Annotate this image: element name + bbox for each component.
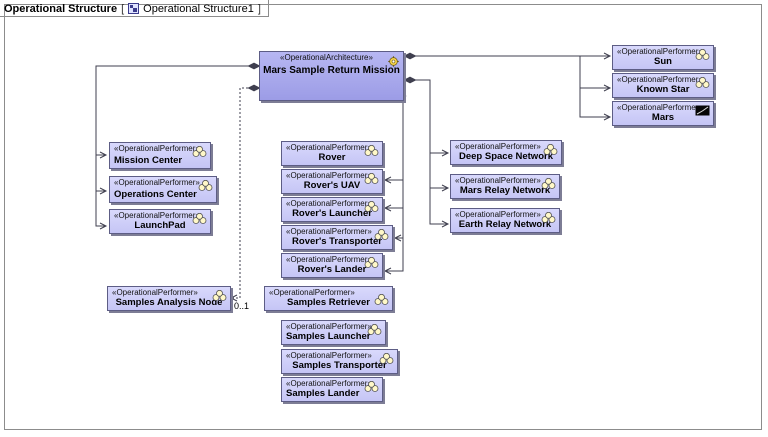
performer-icon <box>192 146 207 157</box>
node-mars-sample-return-mission[interactable]: «OperationalArchitecture» Mars Sample Re… <box>259 51 404 101</box>
performer-icon <box>695 77 710 88</box>
architecture-stereotype: «OperationalArchitecture» <box>280 53 373 62</box>
node-mars-relay-network[interactable]: «OperationalPerformer» Mars Relay Networ… <box>450 174 560 199</box>
stereotype-label: «OperationalPerformer» <box>269 288 355 297</box>
node-operations-center[interactable]: «OperationalPerformer» Operations Center <box>109 176 217 203</box>
performer-name: LaunchPad <box>134 220 186 231</box>
performer-icon <box>212 290 227 301</box>
performer-name: Rover's UAV <box>303 180 361 191</box>
diagram-frame-tab[interactable]: Operational Structure [ Operational Stru… <box>0 0 269 17</box>
performer-name: Rover's Lander <box>297 264 367 275</box>
stereotype-label: «OperationalPerformer» <box>617 47 703 56</box>
frame-title: Operational Structure <box>4 2 118 15</box>
stereotype-label: «OperationalPerformer» <box>114 144 200 153</box>
performer-icon <box>364 257 379 268</box>
performer-icon <box>374 294 389 305</box>
performer-name: Deep Space Network <box>459 151 553 162</box>
performer-icon <box>541 212 556 223</box>
stereotype-label: «OperationalPerformer» <box>114 211 200 220</box>
performer-icon <box>543 144 558 155</box>
stereotype-label: «OperationalPerformer» <box>455 142 541 151</box>
planet-image-icon <box>695 105 710 116</box>
performer-name: Samples Retriever <box>287 297 370 308</box>
node-samples-analysis-node[interactable]: «OperationalPerformer» Samples Analysis … <box>107 286 231 311</box>
performer-icon <box>695 49 710 60</box>
architecture-name: Mars Sample Return Mission <box>263 65 400 76</box>
frame-open-bracket: [ <box>121 2 125 15</box>
performer-icon <box>364 145 379 156</box>
performer-name: Operations Center <box>114 189 197 200</box>
frame-close-bracket: ] <box>257 2 261 15</box>
multiplicity-label: 0..1 <box>234 301 250 311</box>
performer-name: Samples Lander <box>286 388 360 399</box>
performer-icon <box>541 178 556 189</box>
performer-icon <box>379 353 394 364</box>
performer-name: Earth Relay Network <box>458 219 552 230</box>
node-rovers-launcher[interactable]: «OperationalPerformer» Rover's Launcher <box>281 197 383 222</box>
node-samples-retriever[interactable]: «OperationalPerformer» Samples Retriever <box>264 286 393 311</box>
performer-icon <box>374 229 389 240</box>
performer-icon <box>198 180 213 191</box>
node-rover[interactable]: «OperationalPerformer» Rover <box>281 141 383 166</box>
stereotype-label: «OperationalPerformer» <box>114 178 200 187</box>
node-rovers-transporter[interactable]: «OperationalPerformer» Rover's Transport… <box>281 225 393 250</box>
node-known-star[interactable]: «OperationalPerformer» Known Star <box>612 73 714 98</box>
stereotype-label: «OperationalPerformer» <box>286 199 372 208</box>
node-earth-relay-network[interactable]: «OperationalPerformer» Earth Relay Netwo… <box>450 208 560 233</box>
diagram-type-icon <box>128 3 140 14</box>
performer-name: Rover <box>318 152 346 163</box>
performer-icon <box>367 324 382 335</box>
stereotype-label: «OperationalPerformer» <box>112 288 198 297</box>
node-sun[interactable]: «OperationalPerformer» Sun <box>612 45 714 70</box>
performer-name: Mars <box>651 112 675 123</box>
performer-name: Known Star <box>636 84 690 95</box>
node-samples-lander[interactable]: «OperationalPerformer» Samples Lander <box>281 377 383 402</box>
performer-name: Rover's Launcher <box>292 208 372 219</box>
stereotype-label: «OperationalPerformer» <box>617 75 703 84</box>
performer-name: Mars Relay Network <box>459 185 551 196</box>
stereotype-label: «OperationalPerformer» <box>286 171 372 180</box>
performer-name: Samples Analysis Node <box>115 297 223 308</box>
node-rovers-lander[interactable]: «OperationalPerformer» Rover's Lander <box>281 253 383 278</box>
node-mars[interactable]: «OperationalPerformer» Mars <box>612 101 714 126</box>
performer-icon <box>364 173 379 184</box>
performer-name: Rover's Transporter <box>292 236 382 247</box>
stereotype-label: «OperationalPerformer» <box>286 351 372 360</box>
performer-name: Mission Center <box>114 155 183 166</box>
performer-icon <box>364 201 379 212</box>
node-launchpad[interactable]: «OperationalPerformer» LaunchPad <box>109 209 211 234</box>
performer-name: Samples Transporter <box>292 360 387 371</box>
performer-icon <box>364 381 379 392</box>
node-samples-launcher[interactable]: «OperationalPerformer» Samples Launcher <box>281 320 386 345</box>
frame-diagram-name: Operational Structure1 <box>143 2 254 15</box>
performer-icon <box>192 213 207 224</box>
gear-icon <box>388 56 399 67</box>
stereotype-label: «OperationalPerformer» <box>286 143 372 152</box>
node-samples-transporter[interactable]: «OperationalPerformer» Samples Transport… <box>281 349 398 374</box>
node-deep-space-network[interactable]: «OperationalPerformer» Deep Space Networ… <box>450 140 562 165</box>
stereotype-label: «OperationalPerformer» <box>286 227 372 236</box>
performer-name: Samples Launcher <box>286 331 371 342</box>
stereotype-label: «OperationalPerformer» <box>617 103 703 112</box>
stereotype-label: «OperationalPerformer» <box>455 210 541 219</box>
stereotype-label: «OperationalPerformer» <box>286 322 372 331</box>
stereotype-label: «OperationalPerformer» <box>286 255 372 264</box>
stereotype-label: «OperationalPerformer» <box>455 176 541 185</box>
stereotype-label: «OperationalPerformer» <box>286 379 372 388</box>
performer-name: Sun <box>654 56 672 67</box>
node-mission-center[interactable]: «OperationalPerformer» Mission Center <box>109 142 211 169</box>
node-rovers-uav[interactable]: «OperationalPerformer» Rover's UAV <box>281 169 383 194</box>
